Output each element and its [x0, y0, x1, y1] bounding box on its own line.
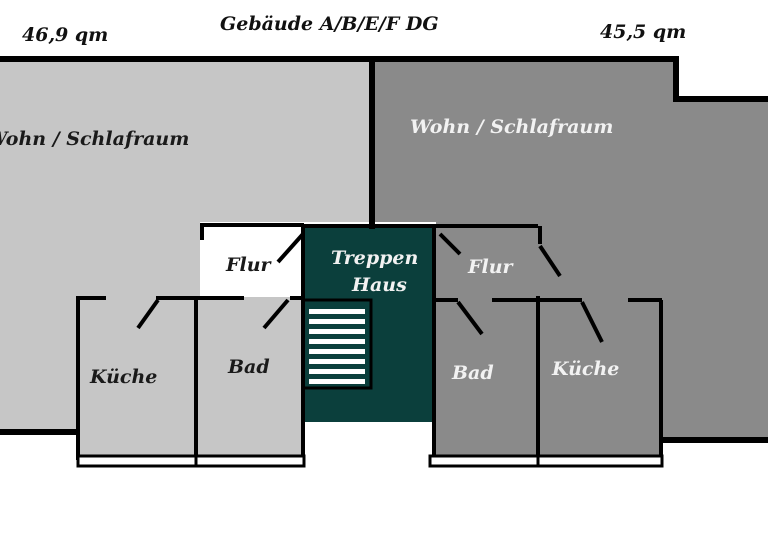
left-kitchen-label: Küche	[89, 366, 157, 388]
right-apartment-fill	[372, 62, 768, 440]
walls	[0, 56, 768, 443]
window-strips	[76, 454, 664, 468]
left-kitchen-fill	[78, 297, 196, 457]
door-left-hall	[276, 232, 305, 264]
right-living-label: Wohn / Schlafraum	[410, 116, 613, 138]
stairwell-label-line1: Treppen	[331, 247, 418, 269]
door-right-bath	[456, 300, 484, 336]
wall-left-hall-top	[200, 223, 304, 240]
stair-step	[309, 329, 365, 334]
interior-walls	[76, 223, 663, 460]
right-bath-fill	[432, 300, 538, 458]
area-left-label: 46,9 qm	[22, 24, 108, 46]
left-living-label: Wohn / Schlafraum	[0, 128, 189, 150]
left-apartment	[0, 62, 372, 457]
stair-step	[309, 349, 365, 354]
stair-step	[309, 369, 365, 374]
right-hall-label: Flur	[467, 256, 515, 278]
right-kitchen-label: Küche	[551, 358, 619, 380]
door-left-kitchen	[136, 298, 160, 330]
door-right-kitchen	[580, 301, 604, 343]
right-bath-label: Bad	[451, 362, 494, 384]
area-right-label: 45,5 qm	[600, 21, 686, 43]
stair-step	[309, 309, 365, 314]
right-apartment	[372, 62, 768, 458]
right-hall-fill	[436, 222, 540, 300]
door-left-bath	[262, 298, 290, 330]
right-kitchen-fill	[538, 300, 660, 458]
wall-left-kitchen-top	[76, 296, 106, 460]
stair-step	[309, 359, 365, 364]
window-left	[76, 454, 306, 468]
stairwell	[301, 228, 436, 422]
stairwell-label-line2: Haus	[351, 274, 407, 296]
left-bath-label: Bad	[227, 356, 270, 378]
stair-step	[309, 339, 365, 344]
window-right	[428, 454, 664, 468]
stair-step	[309, 319, 365, 324]
stair-step	[309, 379, 365, 384]
left-bath-fill	[196, 297, 302, 457]
building-title: Gebäude A/B/E/F DG	[220, 13, 439, 35]
left-hall-label: Flur	[225, 254, 273, 276]
left-apartment-fill	[0, 62, 372, 432]
stair-steps	[309, 309, 365, 384]
door-right-hall-2	[538, 244, 562, 278]
door-right-hall	[438, 232, 462, 256]
